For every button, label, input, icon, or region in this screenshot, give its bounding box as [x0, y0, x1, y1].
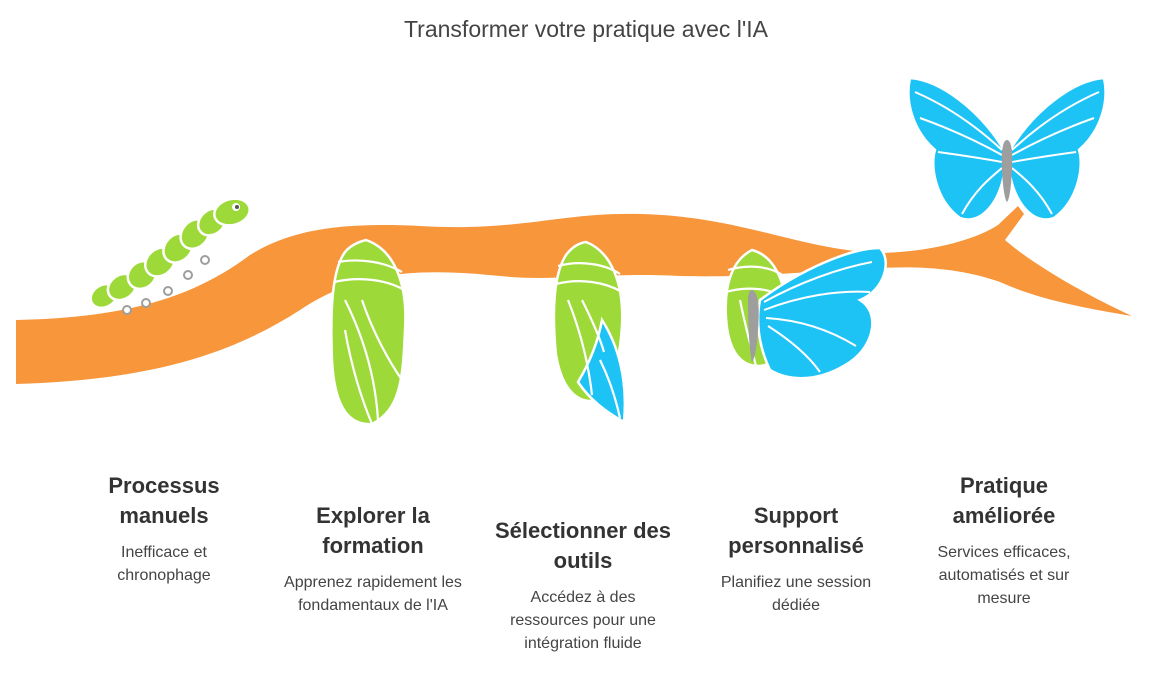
stage-heading: Sélectionner des outils — [494, 518, 672, 573]
stage-selectionner-outils: Sélectionner des outils Accédez à des re… — [493, 516, 673, 655]
chrysalis-wing-icon — [552, 240, 627, 425]
stage-pratique-amelioree: Pratique améliorée Services efficaces, a… — [914, 471, 1094, 610]
stage-description: Services efficaces, automatisés et sur m… — [937, 544, 1071, 607]
stage-processus-manuels: Processus manuels Inefficace et chronoph… — [74, 471, 254, 587]
emerging-butterfly-icon — [724, 246, 887, 380]
stage-heading: Explorer la formation — [316, 503, 430, 558]
stage-description: Accédez à des ressources pour une intégr… — [510, 589, 656, 652]
stage-description: Planifiez une session dédiée — [720, 574, 872, 614]
butterfly-icon — [907, 76, 1107, 221]
stage-description: Apprenez rapidement les fondamentaux de … — [284, 574, 462, 614]
caterpillar-icon — [89, 197, 251, 315]
stage-heading: Processus manuels — [108, 473, 220, 528]
stage-heading: Pratique améliorée — [952, 473, 1056, 528]
stage-support-personnalise: Support personnalisé Planifiez une sessi… — [706, 501, 886, 617]
stage-explorer-formation: Explorer la formation Apprenez rapidemen… — [283, 501, 463, 617]
diagram-title: Transformer votre pratique avec l'IA — [403, 16, 768, 42]
branch — [16, 206, 1132, 384]
chrysalis-icon — [330, 238, 407, 426]
stage-description: Inefficace et chronophage — [117, 544, 211, 584]
stage-heading: Support personnalisé — [728, 503, 864, 558]
